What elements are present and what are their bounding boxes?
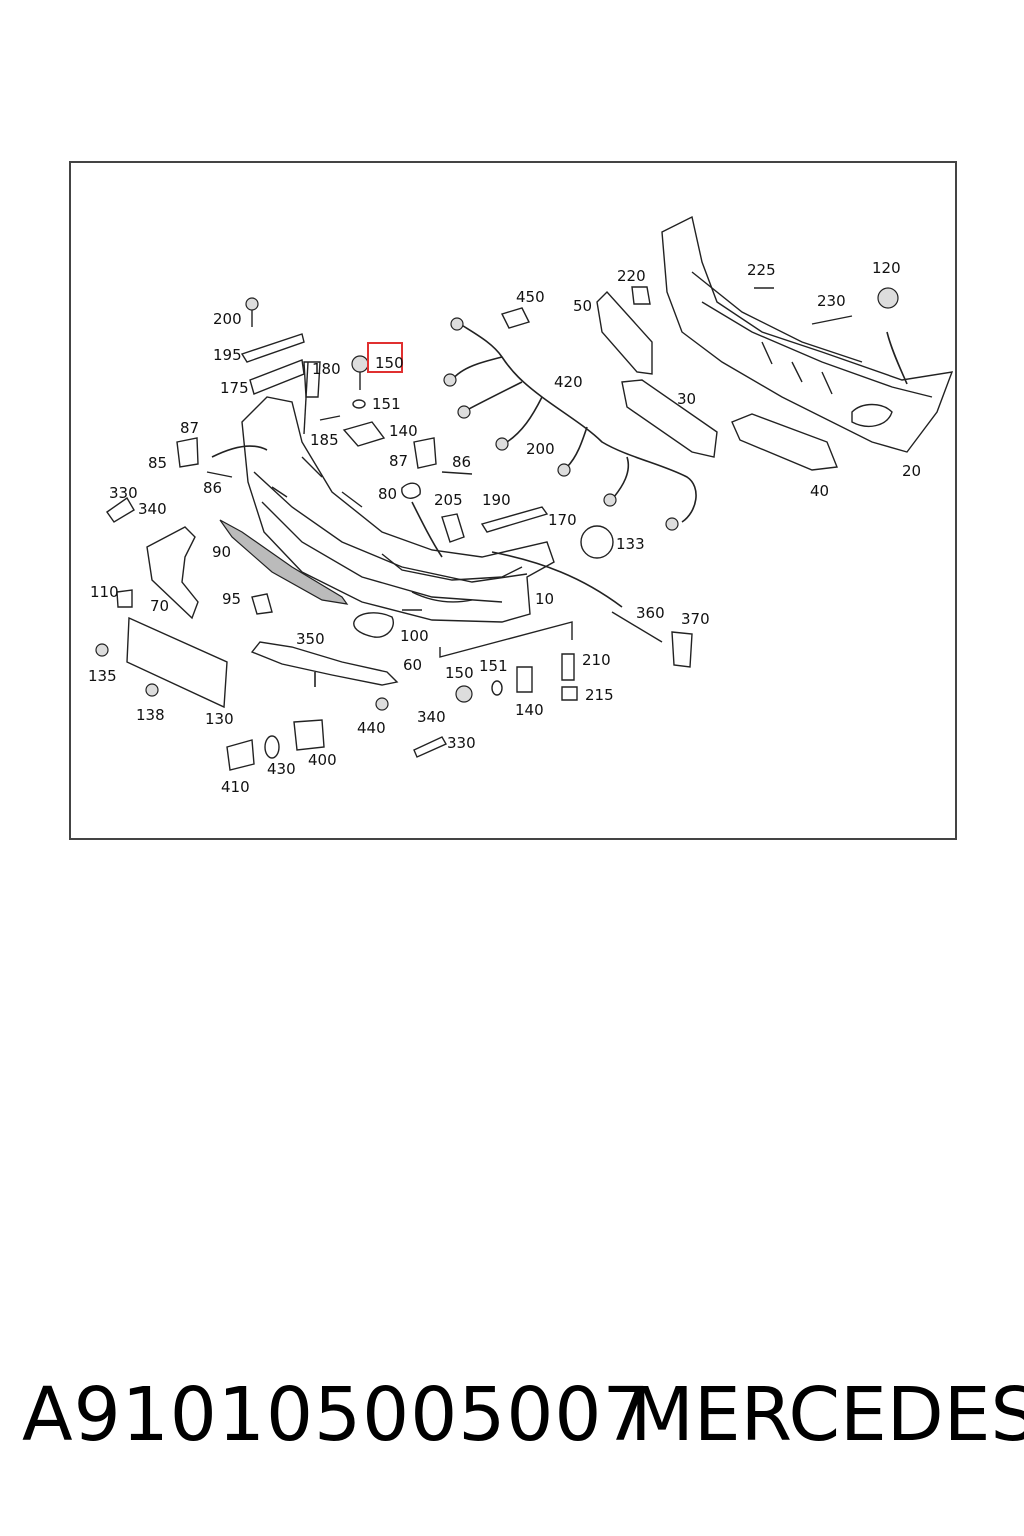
callout-225[interactable]: 225 (747, 261, 776, 279)
callout-195[interactable]: 195 (213, 346, 242, 364)
side-bracket-70-drawing (146, 526, 199, 620)
callout-220[interactable]: 220 (617, 267, 646, 285)
bracket-50-drawing (596, 290, 653, 375)
callout-87a[interactable]: 87 (180, 419, 199, 437)
callout-140b[interactable]: 140 (515, 701, 544, 719)
callout-135[interactable]: 135 (88, 667, 117, 685)
callout-95[interactable]: 95 (222, 590, 241, 608)
part-number: A910105005007 (22, 1372, 651, 1458)
callout-170[interactable]: 170 (548, 511, 577, 529)
callout-80[interactable]: 80 (378, 485, 397, 503)
highlight-box (367, 342, 403, 373)
callout-90[interactable]: 90 (212, 543, 231, 561)
callout-151a[interactable]: 151 (372, 395, 401, 413)
fog-ring-drawing (353, 612, 394, 638)
parts-diagram-frame: 200 195 175 180 150 151 185 140 87 85 86… (69, 161, 957, 840)
crossmember-drawing (661, 215, 954, 453)
callout-30[interactable]: 30 (677, 390, 696, 408)
license-plate-drawing (126, 616, 228, 709)
callout-450[interactable]: 450 (516, 288, 545, 306)
callout-340a[interactable]: 340 (138, 500, 167, 518)
callout-205[interactable]: 205 (434, 491, 463, 509)
callout-40[interactable]: 40 (810, 482, 829, 500)
callout-151b[interactable]: 151 (479, 657, 508, 675)
callout-340b[interactable]: 340 (417, 708, 446, 726)
callout-labels: 200 195 175 180 150 151 185 140 87 85 86… (88, 259, 921, 796)
callout-330a[interactable]: 330 (109, 484, 138, 502)
bracket-30-drawing (621, 379, 718, 458)
callout-200b[interactable]: 200 (526, 440, 555, 458)
callout-175[interactable]: 175 (220, 379, 249, 397)
callout-370[interactable]: 370 (681, 610, 710, 628)
callout-440[interactable]: 440 (357, 719, 386, 737)
bumper-cover-drawing (241, 396, 555, 623)
grille-mesh-drawing (219, 519, 349, 605)
callout-210[interactable]: 210 (582, 651, 611, 669)
callout-100[interactable]: 100 (400, 627, 429, 645)
callout-360[interactable]: 360 (636, 604, 665, 622)
callout-60[interactable]: 60 (403, 656, 422, 674)
parts-diagram: 200 195 175 180 150 151 185 140 87 85 86… (88, 215, 954, 796)
callout-86a[interactable]: 86 (203, 479, 222, 497)
callout-138[interactable]: 138 (136, 706, 165, 724)
callout-133[interactable]: 133 (616, 535, 645, 553)
callout-20[interactable]: 20 (902, 462, 921, 480)
callout-400[interactable]: 400 (308, 751, 337, 769)
callout-200a[interactable]: 200 (213, 310, 242, 328)
trim-strip-drawing (250, 641, 399, 686)
callout-215[interactable]: 215 (585, 686, 614, 704)
callout-130[interactable]: 130 (205, 710, 234, 728)
callout-150b[interactable]: 150 (445, 664, 474, 682)
bracket-40-drawing (731, 413, 838, 471)
leader-arrows (211, 331, 908, 687)
callout-70[interactable]: 70 (150, 597, 169, 615)
callout-185[interactable]: 185 (310, 431, 339, 449)
wiring-harness-drawing (443, 317, 697, 531)
callout-86b[interactable]: 86 (452, 453, 471, 471)
callout-50[interactable]: 50 (573, 297, 592, 315)
callout-420[interactable]: 420 (554, 373, 583, 391)
callout-150a[interactable]: 150 (375, 354, 404, 372)
callout-430[interactable]: 430 (267, 760, 296, 778)
fasteners-drawing (95, 286, 899, 771)
callout-330b[interactable]: 330 (447, 734, 476, 752)
callout-230[interactable]: 230 (817, 292, 846, 310)
callout-180[interactable]: 180 (312, 360, 341, 378)
callout-110[interactable]: 110 (90, 583, 119, 601)
callout-410[interactable]: 410 (221, 778, 250, 796)
callout-10[interactable]: 10 (535, 590, 554, 608)
callout-350[interactable]: 350 (296, 630, 325, 648)
brand-name: MERCEDES (630, 1372, 1024, 1458)
callout-87b[interactable]: 87 (389, 452, 408, 470)
callout-190[interactable]: 190 (482, 491, 511, 509)
callout-85[interactable]: 85 (148, 454, 167, 472)
callout-140a[interactable]: 140 (389, 422, 418, 440)
callout-120[interactable]: 120 (872, 259, 901, 277)
